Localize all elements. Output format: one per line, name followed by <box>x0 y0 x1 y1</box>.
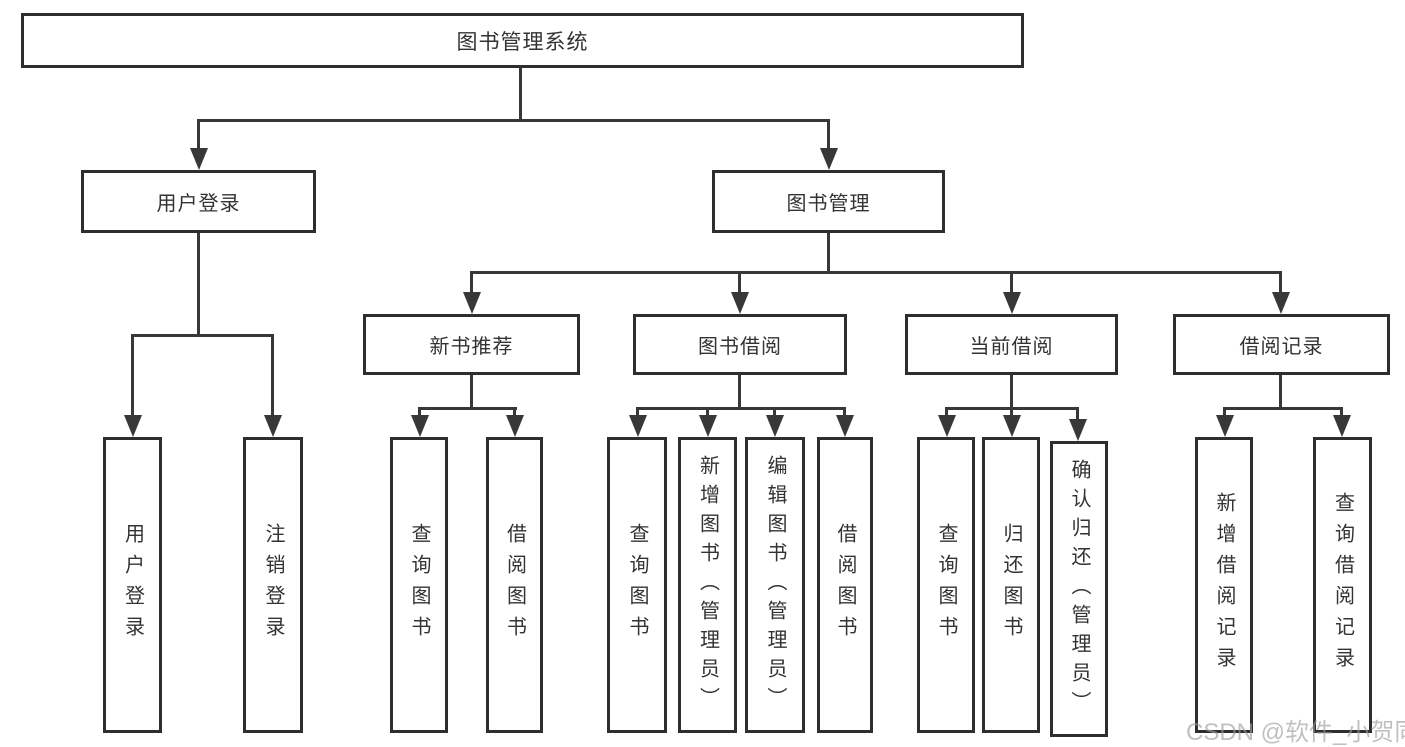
arrow-to-bb-edit-book <box>773 407 776 415</box>
connector-book-borrow-stem <box>738 375 741 407</box>
leaf-br-add-record: 新增借阅记录 <box>1195 437 1253 733</box>
connector-borrow-record-rail <box>1223 407 1343 410</box>
arrow-to-bb-borrow-book <box>843 407 846 415</box>
leaf-nb-borrow-book: 借阅图书 <box>486 437 543 733</box>
arrow-to-nb-borrow-book <box>513 407 516 415</box>
arrow-to-current-borrow <box>1010 271 1013 292</box>
arrow-to-book-borrow <box>738 271 741 292</box>
node-current-borrow: 当前借阅 <box>905 314 1118 375</box>
arrow-to-br-query-record <box>1340 407 1343 415</box>
connector-root-rail <box>197 119 830 122</box>
arrow-to-cb-return-book <box>1010 407 1013 415</box>
connector-book-management-rail <box>470 271 1282 274</box>
connector-current-borrow-stem <box>1010 375 1013 407</box>
node-book-management: 图书管理 <box>712 170 945 233</box>
arrow-to-leaf-user-login <box>131 334 134 415</box>
connector-root-stem <box>519 68 522 119</box>
arrow-to-new-book-recommend <box>470 271 473 292</box>
arrow-to-borrow-record <box>1279 271 1282 292</box>
connector-user-login-stem <box>197 233 200 334</box>
connector-user-login-rail <box>131 334 274 337</box>
leaf-bb-query-book: 查询图书 <box>607 437 667 733</box>
arrow-to-bb-query-book <box>636 407 639 415</box>
arrow-to-nb-query-book <box>418 407 421 415</box>
leaf-bb-borrow-book: 借阅图书 <box>817 437 873 733</box>
leaf-logout: 注销登录 <box>243 437 303 733</box>
leaf-bb-edit-book: 编辑图书（管理员） <box>745 437 805 733</box>
leaf-cb-confirm-return: 确认归还（管理员） <box>1050 441 1108 737</box>
arrow-to-cb-confirm-return <box>1076 407 1079 419</box>
arrow-to-bb-add-book <box>706 407 709 415</box>
leaf-cb-query-book: 查询图书 <box>917 437 975 733</box>
arrow-to-cb-query-book <box>945 407 948 415</box>
connector-new-book-rail <box>418 407 517 410</box>
leaf-bb-add-book: 新增图书（管理员） <box>678 437 737 733</box>
arrow-to-leaf-logout <box>271 334 274 415</box>
connector-new-book-stem <box>470 375 473 407</box>
leaf-user-login: 用户登录 <box>103 437 162 733</box>
node-root: 图书管理系统 <box>21 13 1024 68</box>
connector-book-borrow-rail <box>636 407 846 410</box>
arrow-to-br-add-record <box>1223 407 1226 415</box>
arrow-to-book-management <box>827 119 830 148</box>
connector-borrow-record-stem <box>1279 375 1282 407</box>
node-borrow-record: 借阅记录 <box>1173 314 1390 375</box>
connector-book-management-stem <box>827 233 830 271</box>
leaf-cb-return-book: 归还图书 <box>982 437 1040 733</box>
node-new-book-recommend: 新书推荐 <box>363 314 580 375</box>
leaf-nb-query-book: 查询图书 <box>390 437 448 733</box>
leaf-br-query-record: 查询借阅记录 <box>1313 437 1372 733</box>
csdn-watermark: CSDN @软件_小贺同学 <box>1186 719 1405 746</box>
node-user-login: 用户登录 <box>81 170 316 233</box>
arrow-to-user-login <box>197 119 200 148</box>
node-book-borrow: 图书借阅 <box>633 314 847 375</box>
